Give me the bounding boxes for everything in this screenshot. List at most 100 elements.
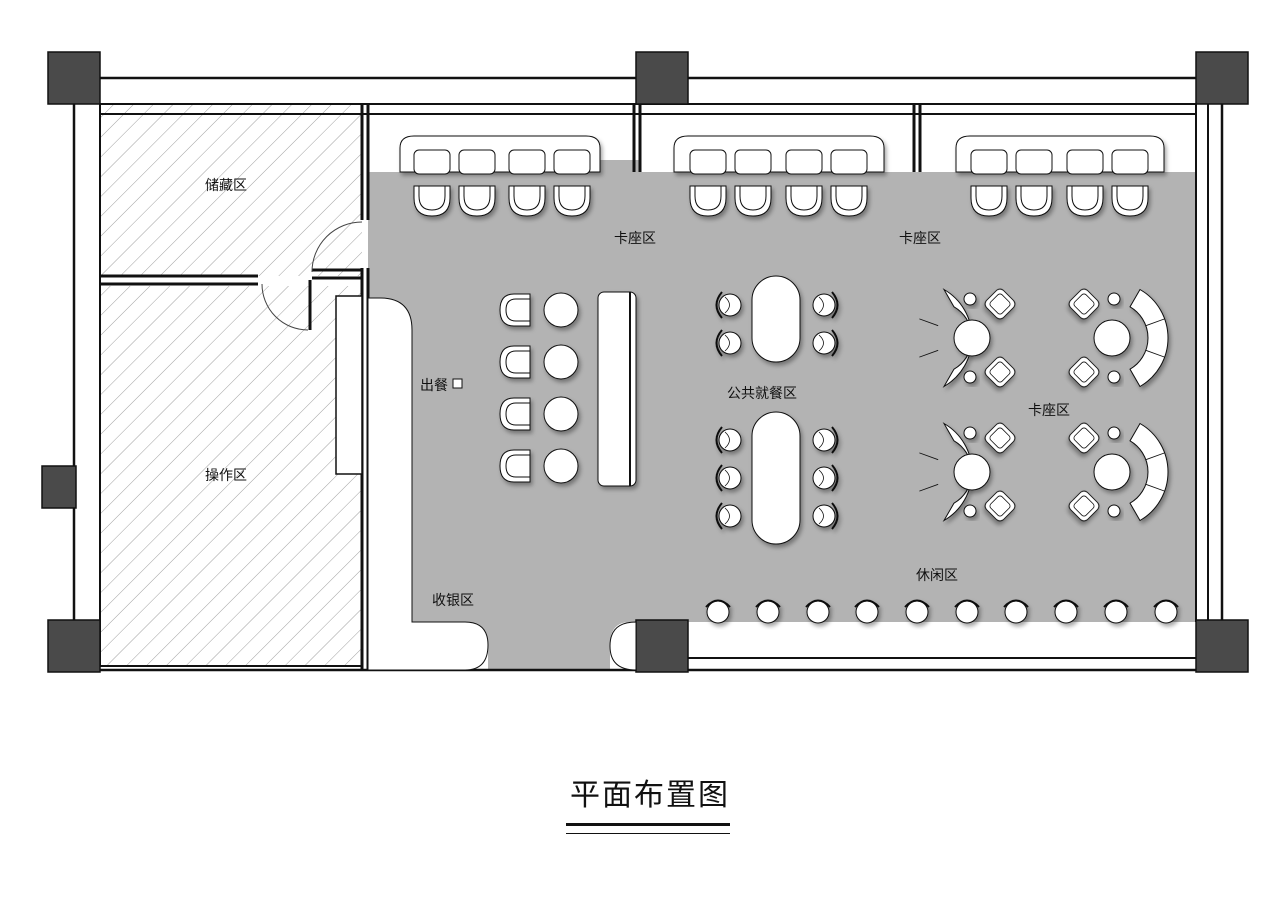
label-booth-top-left: 卡座区 xyxy=(614,231,656,247)
chair-seat xyxy=(718,293,742,317)
tub-chair xyxy=(689,185,727,217)
round-booth xyxy=(919,288,1016,388)
chair-back xyxy=(715,291,723,319)
round-stool xyxy=(543,396,579,432)
operation-zone xyxy=(100,286,362,666)
lounge-chair-seat xyxy=(1073,495,1095,517)
stool-back xyxy=(1053,599,1079,608)
tub-chair-shell xyxy=(553,185,591,217)
chair-seat xyxy=(812,428,836,452)
booth-table xyxy=(734,149,772,175)
side-chair xyxy=(499,293,531,327)
tub-chair-shell xyxy=(413,185,451,217)
side-chair-seat xyxy=(505,298,530,322)
bar-stool xyxy=(904,599,930,624)
booth-table xyxy=(830,149,868,175)
lounge-stools xyxy=(705,599,1179,624)
round-stool xyxy=(543,344,579,380)
chair-detail xyxy=(818,296,824,314)
side-chair xyxy=(499,345,531,379)
booth-table xyxy=(970,149,1008,175)
bar-stool xyxy=(954,599,980,624)
chair-back xyxy=(715,502,723,530)
bar-stool xyxy=(705,599,731,624)
label-lounge: 休闲区 xyxy=(916,568,958,584)
booth-table xyxy=(458,149,496,175)
booth-table xyxy=(508,149,546,175)
lounge-chair xyxy=(1068,356,1100,388)
side-chair-shell xyxy=(499,293,531,327)
tub-chair-shell xyxy=(734,185,772,217)
label-booth-top-right: 卡座区 xyxy=(899,231,941,247)
sofa-seam xyxy=(1145,318,1165,327)
oval-table-chair xyxy=(715,291,742,319)
oval-tables xyxy=(751,275,801,545)
small-stool xyxy=(963,426,977,440)
tub-chair xyxy=(970,185,1008,217)
tub-chair-seat xyxy=(739,186,767,211)
stool-back xyxy=(1003,599,1029,608)
oval-chairs xyxy=(715,291,839,530)
tub-chair-seat xyxy=(1071,186,1099,211)
tub-chair-shell xyxy=(508,185,546,217)
tub-chair-shell xyxy=(1066,185,1104,217)
label-operation: 操作区 xyxy=(205,468,247,484)
booth-table xyxy=(413,149,451,175)
title-underline-thick xyxy=(566,823,730,826)
oval-table-chair xyxy=(715,464,742,492)
chair-back xyxy=(831,464,839,492)
chair-detail xyxy=(818,431,824,449)
tub-chair-shell xyxy=(1111,185,1149,217)
lounge-chair xyxy=(984,422,1016,454)
stool-back xyxy=(854,599,880,608)
chair-seat xyxy=(718,331,742,355)
left-stools xyxy=(543,292,579,484)
chair-detail xyxy=(724,469,730,487)
lounge-chair-seat xyxy=(1073,361,1095,383)
chair-back xyxy=(831,329,839,357)
serving-window-icon xyxy=(452,378,463,389)
lounge-chair-seat xyxy=(1073,427,1095,449)
side-chair-shell xyxy=(499,449,531,483)
bar-stool xyxy=(854,599,880,624)
tub-chair-seat xyxy=(835,186,863,211)
sofa-seam xyxy=(919,349,939,358)
tub-chair-seat xyxy=(1116,186,1144,211)
stool-back xyxy=(1103,599,1129,608)
lounge-chair-seat xyxy=(989,361,1011,383)
serving-counter xyxy=(335,295,363,475)
tub-chair-shell xyxy=(830,185,868,217)
label-storage: 储藏区 xyxy=(205,178,247,194)
tub-chair xyxy=(734,185,772,217)
stool-back xyxy=(954,599,980,608)
oval-table-chair xyxy=(812,329,839,357)
booth-table xyxy=(553,149,591,175)
cashier-counter xyxy=(367,297,489,671)
label-serving: 出餐 xyxy=(420,378,448,394)
chair-seat xyxy=(812,466,836,490)
stool-back xyxy=(805,599,831,608)
stool-back xyxy=(1153,599,1179,608)
tub-chair-seat xyxy=(558,186,586,211)
booth-tables xyxy=(413,149,1149,175)
label-cashier: 收银区 xyxy=(432,593,474,609)
chair-back xyxy=(831,502,839,530)
chair-detail xyxy=(724,296,730,314)
structural-columns xyxy=(41,51,1249,673)
curved-sofa xyxy=(1129,288,1169,388)
bar-stool xyxy=(755,599,781,624)
small-stool xyxy=(963,370,977,384)
small-stool xyxy=(963,504,977,518)
label-booth-right: 卡座区 xyxy=(1028,403,1070,419)
side-chair-shell xyxy=(499,345,531,379)
oval-table-chair xyxy=(715,329,742,357)
chair-back xyxy=(715,464,723,492)
chair-seat xyxy=(718,466,742,490)
tub-chair xyxy=(785,185,823,217)
chair-detail xyxy=(724,334,730,352)
bar-stool xyxy=(1053,599,1079,624)
chair-seat xyxy=(718,428,742,452)
chair-detail xyxy=(818,334,824,352)
curved-sofa xyxy=(1129,422,1169,522)
